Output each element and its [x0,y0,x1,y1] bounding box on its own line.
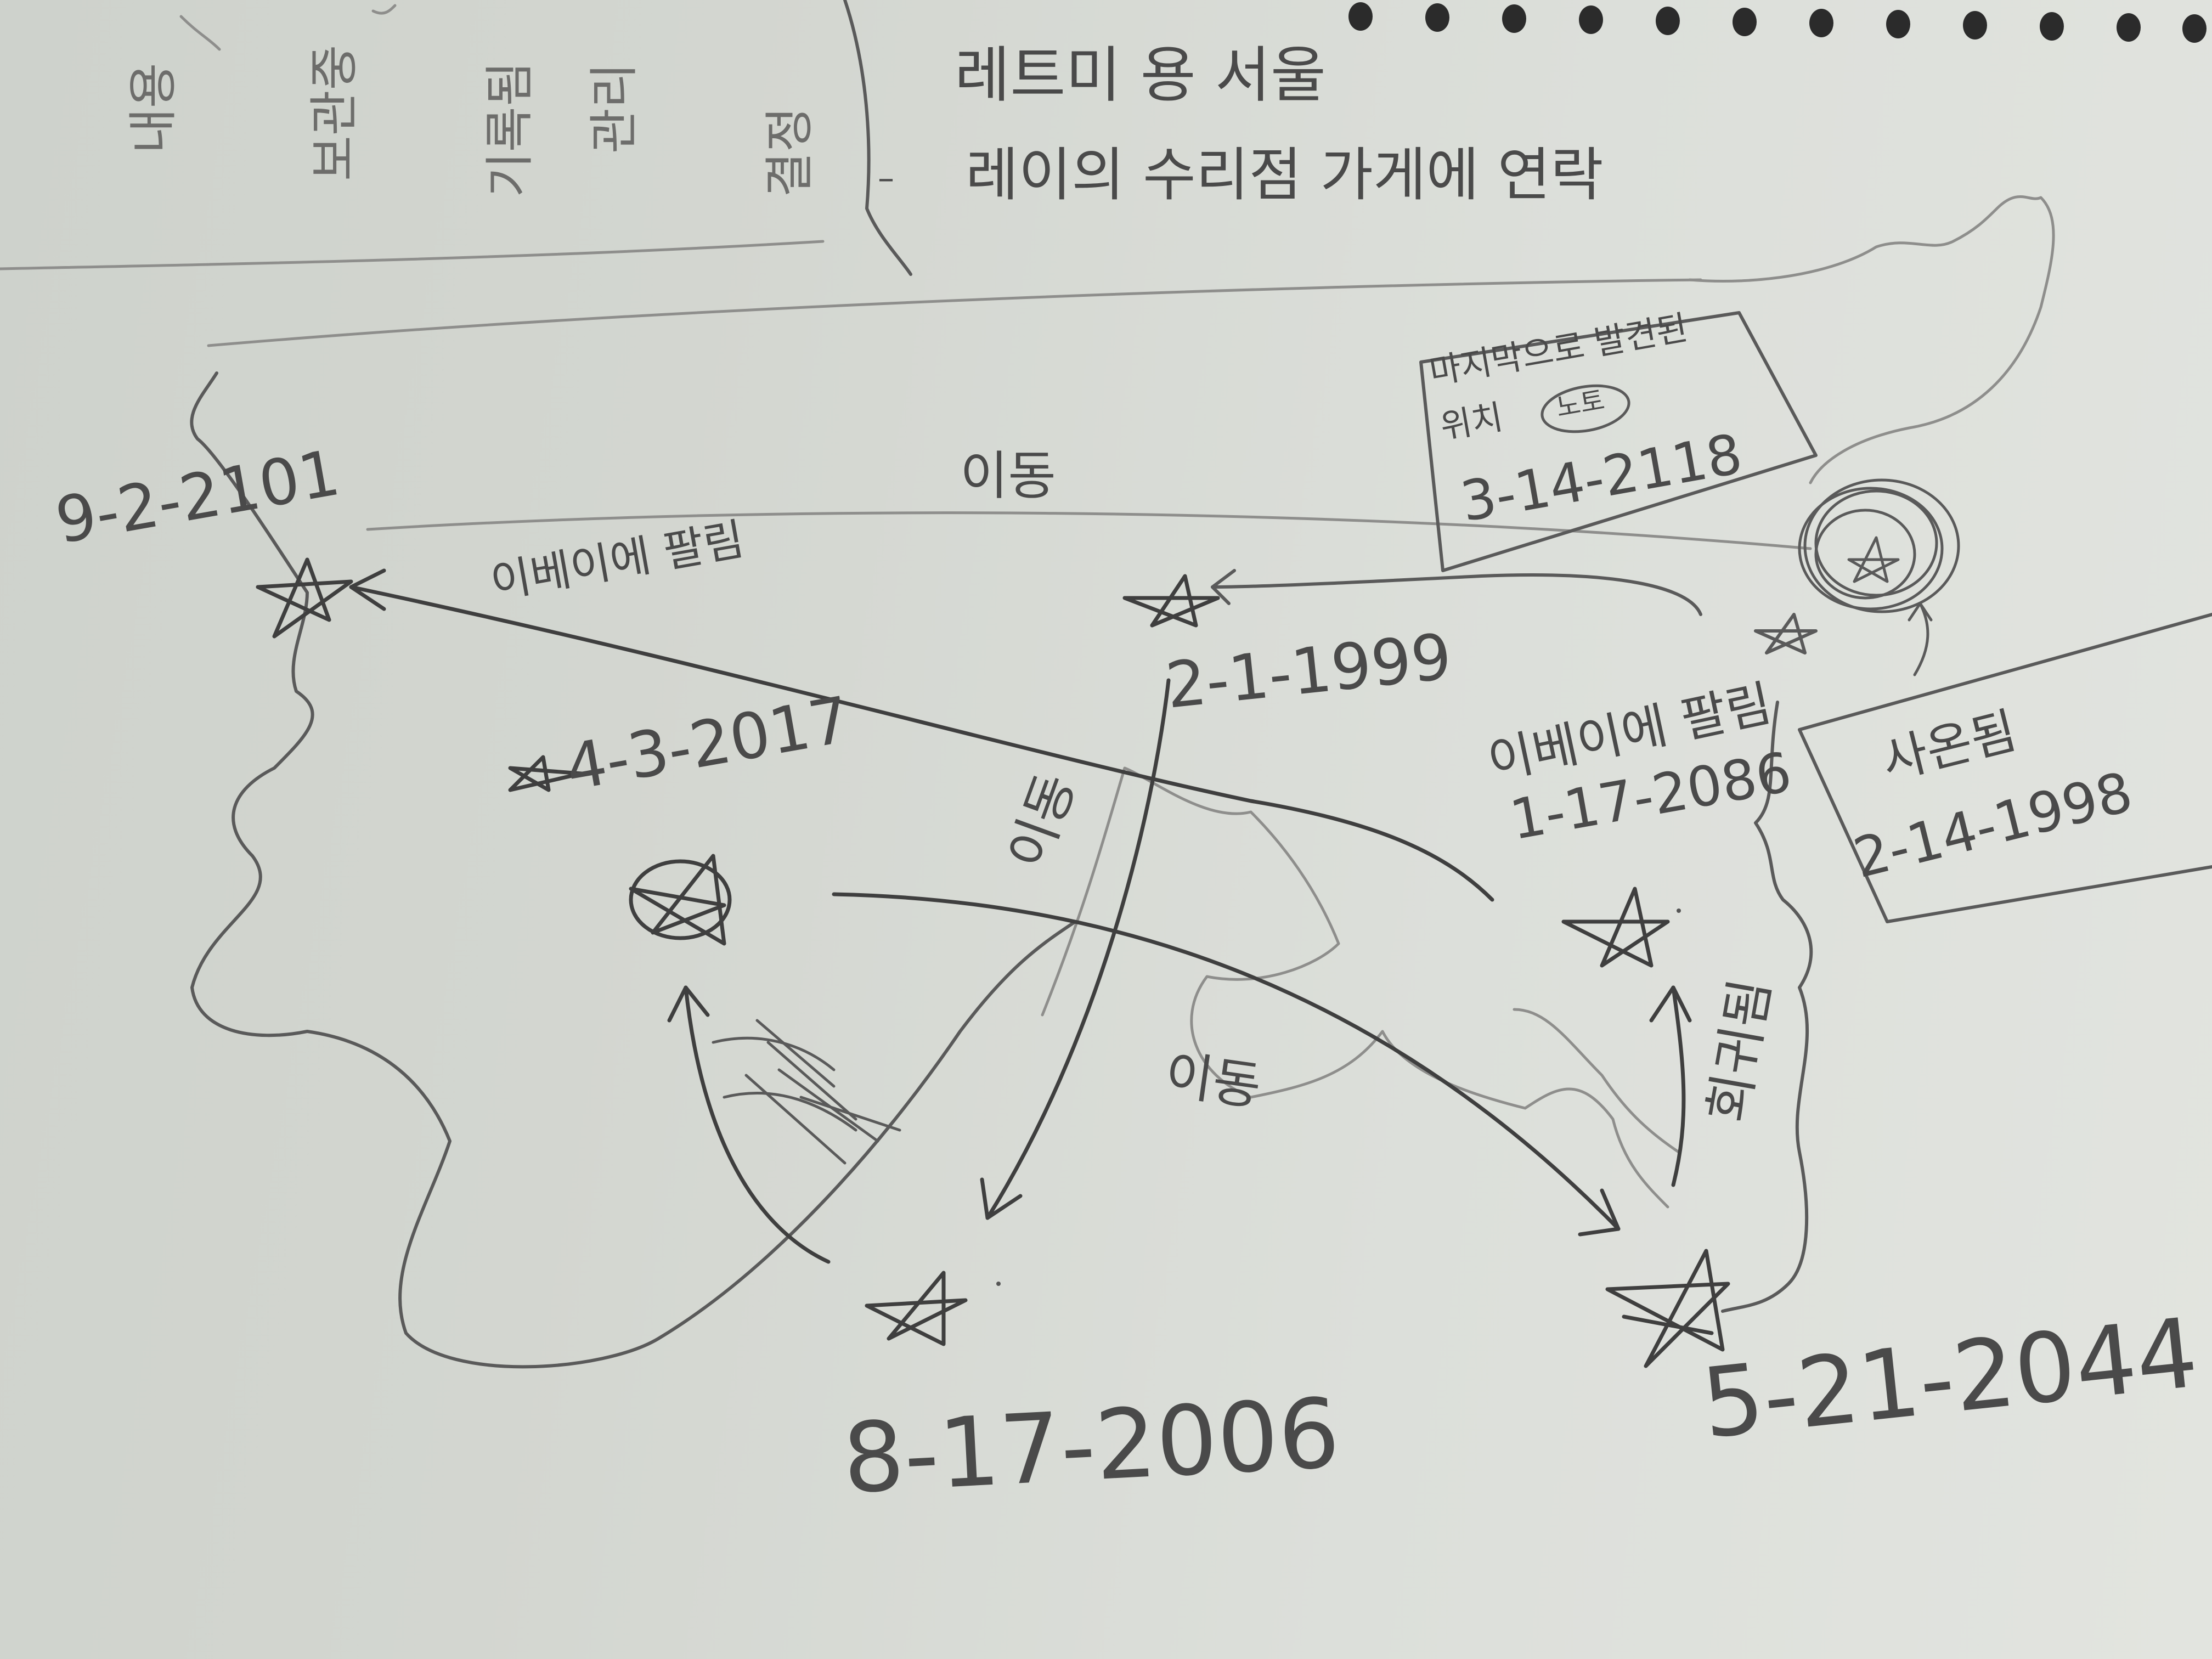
route-death-to-circle [1913,602,1929,676]
box-death: 사온됨 2-14-1998 [1798,613,2212,923]
vertical-notes: 내용 보관중 기록됨 관리 결정 [125,45,819,198]
header-underline [207,278,1702,347]
label-return: 회귀됨 [1697,975,1782,1127]
label-move-3: 이동 [1161,1045,1265,1118]
map-interior-line [1041,766,1669,1209]
box-last-seen-circled: 노토 [1554,385,1607,423]
map-coast-east [1513,1008,1680,1154]
route-2006-to-2017 [684,985,831,1264]
box-death-label: 사온됨 [1876,702,2022,791]
route-ebay-1 [349,585,1494,902]
label-move-1: 이동 [960,446,1056,506]
route-2044-to-2086 [1671,985,1686,1187]
route-to-2044 [832,892,1621,1231]
pentagram-icon-2017 [629,854,732,946]
pentagram-icon-2101 [256,557,353,639]
arrow-head-top [1211,569,1236,605]
pentagram-icon-1999 [1122,574,1220,628]
date-2017: 4-3-2017 [561,683,855,805]
scribble-top-left-2 [371,4,397,15]
map-outline-northeast [1688,195,2055,484]
svg-text:–: – [878,159,894,198]
scribbled-out-text [712,1019,901,1165]
date-2101: 9-2-2101 [50,436,345,558]
arrow-head-2044 [1578,1188,1621,1237]
box-last-seen: 마지막으로 발견된 위치 노토 3-14-2118 [1419,307,1818,572]
map-outline-east [1721,701,1813,1313]
arrow-head-2017 [667,985,710,1023]
scribbled-circle-icon [1798,478,1960,613]
arrow-head-ebay-1 [349,568,386,611]
svg-text:기록됨: 기록됨 [481,61,539,198]
note-line-2: 레이의 수리점 가게에 연락 [966,142,1604,208]
pencil-dot [1677,909,1681,913]
svg-text:내용: 내용 [125,63,182,154]
arrow-head-circle [1908,602,1933,622]
label-ebay-1: 이베이에 팔림 [487,514,748,608]
date-2044: 5-21-2044 [1697,1297,2203,1460]
pentagram-icon-2017-small [508,755,584,792]
svg-text:관리: 관리 [585,63,643,154]
pentagram-icon-east [1754,613,1818,654]
date-2006: 8-17-2006 [840,1378,1342,1515]
scribble-top-left [179,15,221,51]
column-divider [843,0,912,276]
route-top [1211,573,1702,616]
box-last-seen-date: 3-14-2118 [1456,422,1747,534]
svg-text:결정: 결정 [761,106,819,198]
pentagram-icon-2086 [1561,887,1670,968]
box-last-seen-line-2: 위치 [1437,397,1506,447]
header-divider-line [0,240,825,270]
arrow-head-2086 [1649,985,1692,1023]
svg-text:보관중: 보관중 [306,45,363,181]
map-border-north [366,511,1812,550]
pencil-dot [996,1282,1001,1286]
pentagram-icon-2044 [1605,1249,1730,1368]
date-1999: 2-1-1999 [1163,620,1455,723]
arrow-head-2006 [980,1177,1023,1220]
spiral-binding [1348,2,2207,43]
pentagram-icon-2006 [865,1271,968,1346]
box-last-seen-line-1: 마지막으로 발견된 [1426,307,1690,392]
label-move-2: 이동 [997,766,1087,877]
route-1999-to-2006 [985,678,1171,1220]
note-line-1: 레트미 용 서울 [955,40,1326,110]
map-outline-west [190,371,1077,1369]
